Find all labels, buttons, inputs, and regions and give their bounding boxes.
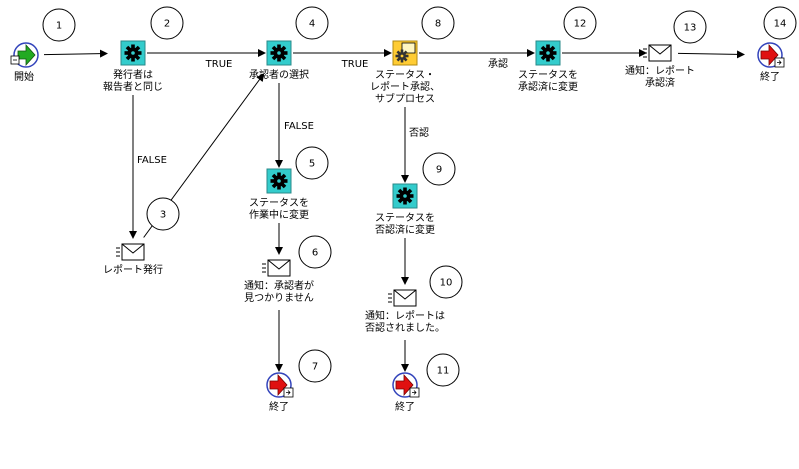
step-number-circle bbox=[422, 152, 456, 186]
envelope-icon[interactable] bbox=[643, 44, 672, 62]
node-label: 承認済 bbox=[645, 76, 675, 89]
gear-icon[interactable] bbox=[120, 40, 146, 66]
gear-icon[interactable] bbox=[535, 40, 561, 66]
node-end-11[interactable]: 終了 11 bbox=[392, 353, 460, 413]
node-notify-3[interactable]: レポート発行 3 bbox=[103, 197, 180, 276]
node-label: 作業中に変更 bbox=[249, 208, 309, 221]
step-number: 3 bbox=[160, 210, 166, 221]
edge-label-e2: TRUE bbox=[205, 59, 233, 70]
node-label: 通知：レポート bbox=[625, 64, 695, 77]
step-number: 8 bbox=[435, 19, 441, 30]
edge-n1-n2 bbox=[43, 49, 109, 58]
gear-icon[interactable] bbox=[392, 183, 418, 209]
edge-label-e9: 承認 bbox=[488, 57, 508, 70]
node-label: 終了 bbox=[760, 70, 780, 83]
step-number-circle bbox=[150, 6, 184, 40]
step-number-circle bbox=[426, 353, 460, 387]
node-label: 開始 bbox=[14, 70, 34, 83]
node-label: ステータス・ bbox=[375, 69, 435, 81]
node-label: 通知：レポートは bbox=[365, 309, 445, 322]
step-number-circle bbox=[763, 6, 797, 40]
step-number-circle bbox=[298, 349, 332, 383]
step-number-circle bbox=[673, 10, 707, 44]
start-icon[interactable] bbox=[10, 42, 39, 68]
step-number: 4 bbox=[309, 19, 315, 30]
node-end-7[interactable]: 終了 7 bbox=[266, 349, 332, 413]
node-label: ステータスを bbox=[375, 212, 435, 224]
end-icon[interactable] bbox=[392, 372, 420, 398]
node-end-14[interactable]: 終了 14 bbox=[757, 6, 797, 83]
step-number-circle bbox=[298, 235, 332, 269]
step-number-circle bbox=[295, 146, 329, 180]
step-number-circle bbox=[421, 6, 455, 40]
node-label: 見つかりません bbox=[244, 292, 314, 304]
envelope-icon[interactable] bbox=[116, 243, 145, 261]
node-function-4[interactable]: 承認者の選択 4 bbox=[249, 6, 329, 81]
step-number: 12 bbox=[574, 19, 587, 30]
node-start-1[interactable]: 開始 1 bbox=[10, 8, 76, 83]
end-icon[interactable] bbox=[757, 42, 785, 68]
step-number: 14 bbox=[774, 19, 787, 30]
node-label: 発行者は bbox=[113, 68, 153, 81]
node-label: 終了 bbox=[395, 400, 415, 413]
step-number: 9 bbox=[436, 165, 442, 176]
step-number: 10 bbox=[440, 278, 453, 289]
step-number-circle bbox=[42, 8, 76, 42]
node-label: ステータスを bbox=[249, 197, 309, 209]
gear-icon[interactable] bbox=[266, 168, 292, 194]
node-label: 否認されました。 bbox=[365, 321, 445, 334]
step-number-circle bbox=[563, 6, 597, 40]
node-label: レポート発行 bbox=[103, 263, 163, 276]
end-icon[interactable] bbox=[266, 372, 294, 398]
node-process-8[interactable]: ステータス・レポート承認、サブプロセス 8 bbox=[370, 6, 455, 105]
node-label: レポート承認、 bbox=[370, 80, 440, 93]
node-label: サブプロセス bbox=[375, 92, 435, 105]
step-number-circle bbox=[429, 265, 463, 299]
process-icon[interactable] bbox=[392, 40, 418, 66]
edge-n13-n14 bbox=[677, 50, 746, 59]
envelope-icon[interactable] bbox=[262, 259, 291, 277]
step-number: 2 bbox=[164, 19, 170, 30]
step-number: 6 bbox=[312, 248, 318, 259]
edge-label-e6: FALSE bbox=[284, 121, 314, 132]
nodes-layer: 開始1発行者は報告者と同じ2レポート発行3承認者の選択4ステータスを作業中に変更… bbox=[10, 6, 797, 413]
edge-label-e3: FALSE bbox=[137, 155, 167, 166]
node-label: 否認済に変更 bbox=[375, 223, 435, 236]
node-label: 承認済に変更 bbox=[518, 80, 578, 93]
node-label: 承認者の選択 bbox=[249, 68, 309, 81]
step-number: 11 bbox=[437, 366, 450, 377]
node-label: 報告者と同じ bbox=[103, 80, 163, 93]
node-label: 通知：承認者が bbox=[244, 279, 314, 292]
step-number: 5 bbox=[309, 159, 315, 170]
edge-label-e10: 否認 bbox=[409, 126, 429, 139]
step-number: 7 bbox=[312, 362, 318, 373]
step-number-circle bbox=[146, 197, 180, 231]
edge-label-e5: TRUE bbox=[341, 59, 369, 70]
gear-icon[interactable] bbox=[266, 40, 292, 66]
step-number: 13 bbox=[684, 23, 697, 34]
node-label: ステータスを bbox=[518, 69, 578, 81]
envelope-icon[interactable] bbox=[388, 289, 417, 307]
node-label: 終了 bbox=[269, 400, 289, 413]
step-number-circle bbox=[295, 6, 329, 40]
step-number: 1 bbox=[56, 21, 62, 32]
